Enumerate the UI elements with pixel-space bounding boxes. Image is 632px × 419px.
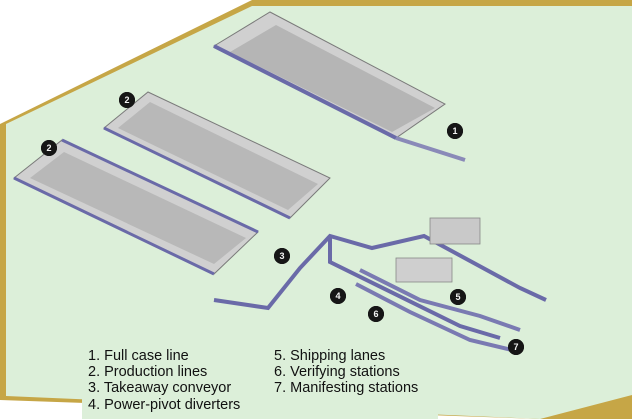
callout-1: 1 bbox=[447, 123, 463, 139]
legend-item-verifying-stations: 6. Verifying stations bbox=[274, 364, 400, 381]
legend-item-full-case-line: 1. Full case line bbox=[88, 348, 189, 364]
legend-item-production-lines: 2. Production lines bbox=[88, 364, 208, 381]
legend-item-takeaway-conveyor: 3. Takeaway conveyor bbox=[88, 380, 232, 397]
legend-item-manifesting-stations: 7. Manifesting stations bbox=[274, 380, 419, 397]
legend: 1. Full case line 2. Production lines 3.… bbox=[82, 346, 438, 419]
legend-right-column: 5. Shipping lanes 6. Verifying stations … bbox=[274, 348, 418, 397]
callout-7: 7 bbox=[508, 339, 524, 355]
takeaway-conveyor bbox=[213, 233, 547, 311]
legend-item-shipping-lanes: 5. Shipping lanes bbox=[274, 348, 386, 364]
legend-item-power-pivot-diverters: 4. Power-pivot diverters bbox=[88, 396, 241, 413]
shipping-conveyor bbox=[328, 236, 501, 340]
callout-4: 4 bbox=[330, 288, 346, 304]
callout-2b: 2 bbox=[41, 140, 57, 156]
callout-3: 3 bbox=[274, 248, 290, 264]
shipping-lanes bbox=[355, 217, 521, 354]
legend-left-column: 1. Full case line 2. Production lines 3.… bbox=[88, 348, 240, 413]
production-rack-a bbox=[103, 91, 331, 220]
callout-2a: 2 bbox=[119, 92, 135, 108]
callout-5: 5 bbox=[450, 289, 466, 305]
full-case-rack bbox=[212, 11, 466, 162]
callout-6: 6 bbox=[368, 306, 384, 322]
